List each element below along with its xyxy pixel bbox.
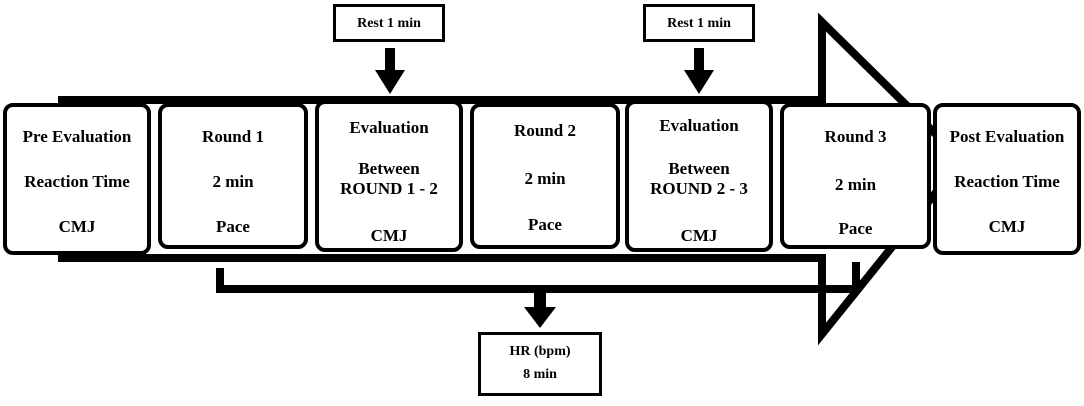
stage-line: 2 min [212,172,254,191]
hr-duration: 8 min [523,367,557,382]
stage-line: CMJ [58,217,96,236]
stage-line: CMJ [370,226,408,245]
stage-evaluation-1-2: Evaluation Between ROUND 1 - 2 CMJ [315,100,463,252]
stage-line: Post Evaluation [949,127,1065,146]
stage-line: Between [358,159,420,178]
hr-box: HR (bpm) 8 min [478,332,602,396]
stage-line: Evaluation [659,116,739,135]
stage-line: Round 1 [202,127,264,146]
stage-line: Pace [216,217,250,236]
stage-line: 2 min [834,175,877,194]
rest-arrow-2 [684,48,714,94]
rest-box-1: Rest 1 min [333,4,445,42]
rest-label: Rest 1 min [667,16,731,31]
stage-line: Pace [838,219,873,238]
stage-line: Round 2 [514,121,576,140]
stage-line: Reaction Time [954,172,1060,191]
stage-line: CMJ [988,217,1026,236]
stage-round-3: Round 3 2 min Pace [780,103,931,249]
stage-line: Round 3 [824,127,887,146]
rest-label: Rest 1 min [357,16,421,31]
stage-line: Reaction Time [24,172,130,191]
stage-line: Evaluation [349,118,429,137]
stage-line: Between [668,159,730,178]
stage-round-1: Round 1 2 min Pace [158,103,308,249]
stage-line: CMJ [680,226,718,245]
hr-bracket [216,262,860,293]
stage-line: Pace [528,215,562,234]
stage-pre-evaluation: Pre Evaluation Reaction Time CMJ [3,103,151,255]
stage-line: 2 min [524,169,566,188]
stage-evaluation-2-3: Evaluation Between ROUND 2 - 3 CMJ [625,100,773,252]
rest-arrow-1 [375,48,405,94]
stage-line: ROUND 1 - 2 [340,179,438,198]
stage-line: Pre Evaluation [22,127,132,146]
stage-post-evaluation: Post Evaluation Reaction Time CMJ [933,103,1081,255]
rest-box-2: Rest 1 min [643,4,755,42]
hr-label: HR (bpm) [509,344,571,359]
hr-arrow [524,289,556,328]
stage-round-2: Round 2 2 min Pace [470,103,620,249]
stage-line: ROUND 2 - 3 [650,179,748,198]
